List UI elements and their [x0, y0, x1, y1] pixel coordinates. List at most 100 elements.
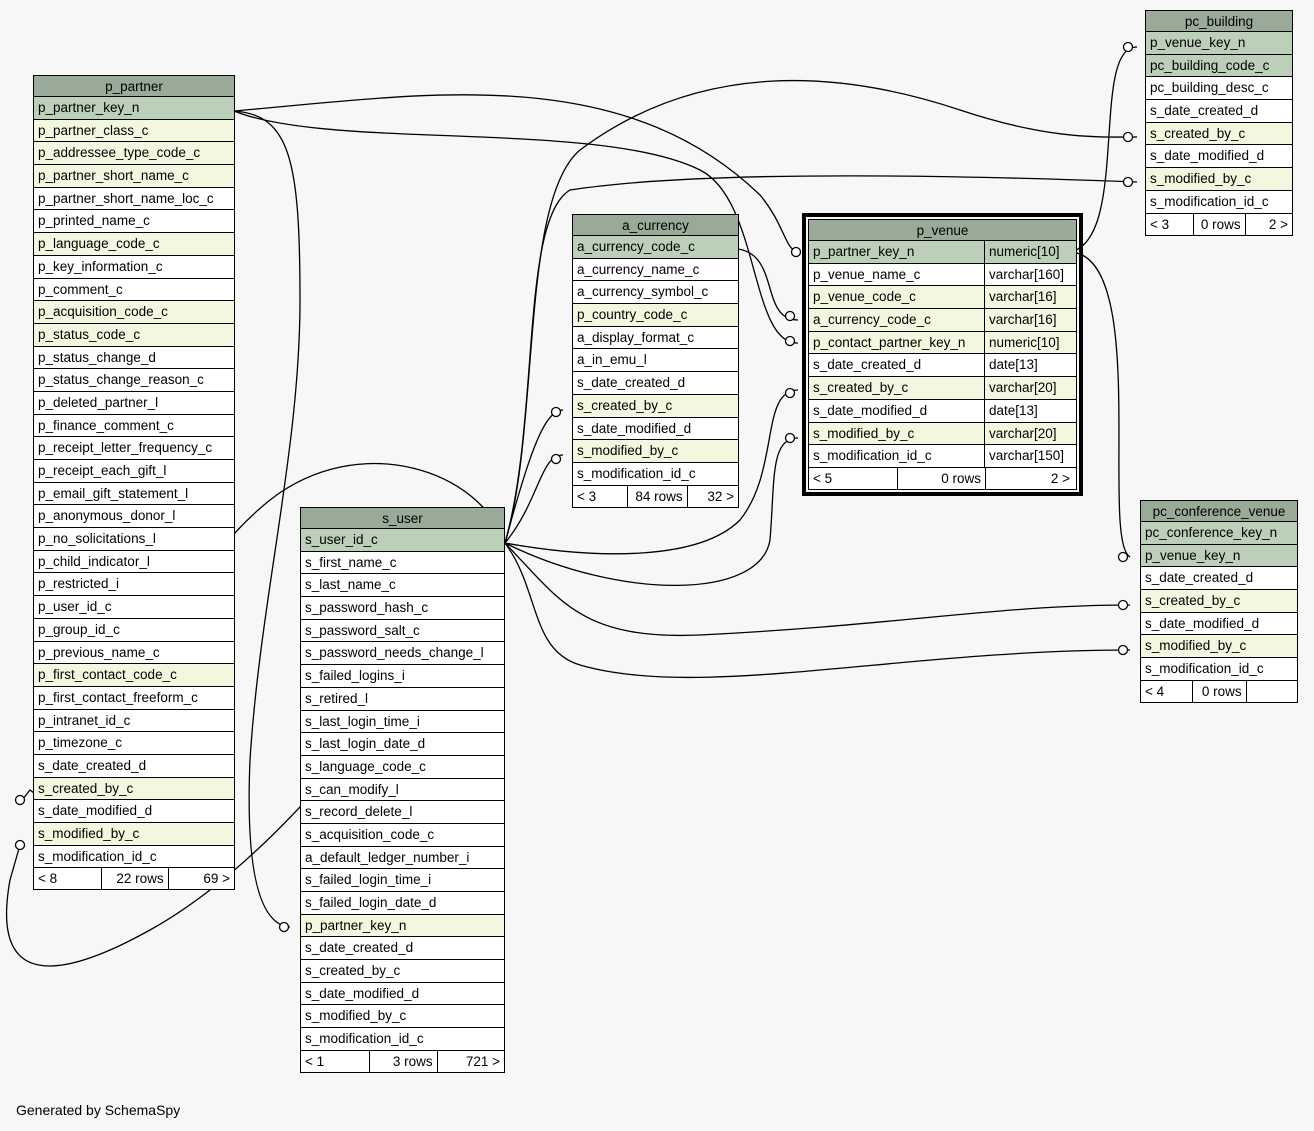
column-row[interactable]: s_modified_by_c	[300, 1005, 505, 1029]
parent-count[interactable]: < 3	[577, 488, 597, 504]
column-row[interactable]: s_date_modified_d	[300, 982, 505, 1006]
table-title[interactable]: s_user	[300, 507, 505, 529]
column-row[interactable]: s_first_name_c	[300, 551, 505, 575]
child-count[interactable]	[1245, 680, 1297, 702]
column-row[interactable]: s_created_by_c	[1140, 590, 1298, 613]
column-row[interactable]: p_previous_name_c	[33, 641, 235, 665]
column-row[interactable]: s_modification_id_c	[572, 462, 739, 486]
column-row[interactable]: p_status_change_reason_c	[33, 369, 235, 392]
column-row[interactable]: a_default_ledger_number_i	[300, 846, 505, 870]
column-row[interactable]: p_no_solicitations_l	[33, 528, 235, 551]
column-row[interactable]: p_receipt_letter_frequency_c	[33, 437, 235, 460]
column-row[interactable]: s_date_created_d	[572, 372, 739, 395]
column-row[interactable]: p_intranet_id_c	[33, 709, 235, 733]
column-row[interactable]: p_email_gift_statement_l	[33, 482, 235, 506]
column-row[interactable]: s_modification_id_c	[300, 1028, 505, 1051]
column-row[interactable]: p_venue_key_n	[1145, 32, 1293, 55]
column-row[interactable]: p_addressee_type_code_c	[33, 142, 235, 166]
column-row[interactable]: s_last_login_date_d	[300, 733, 505, 756]
column-row[interactable]: p_restricted_i	[33, 573, 235, 597]
column-row[interactable]: pc_building_desc_c	[1145, 77, 1293, 101]
column-row[interactable]: s_date_created_d	[33, 754, 235, 778]
column-row[interactable]: a_currency_code_c	[572, 236, 739, 259]
column-row[interactable]: p_language_code_c	[33, 233, 235, 256]
column-row[interactable]: s_failed_logins_i	[300, 665, 505, 688]
column-row[interactable]: s_created_by_c	[572, 394, 739, 418]
column-row[interactable]: s_created_by_c	[300, 960, 505, 983]
column-row[interactable]: p_child_indicator_l	[33, 550, 235, 574]
column-row[interactable]: p_receipt_each_gift_l	[33, 460, 235, 483]
column-row[interactable]: s_modified_by_c	[1145, 168, 1293, 191]
column-row[interactable]: s_failed_login_date_d	[300, 892, 505, 915]
column-row[interactable]: p_deleted_partner_l	[33, 391, 235, 415]
column-row[interactable]: p_printed_name_c	[33, 210, 235, 234]
table-title[interactable]: pc_conference_venue	[1140, 500, 1298, 522]
column-row[interactable]: s_date_created_d	[300, 937, 505, 961]
column-row[interactable]: p_status_change_d	[33, 346, 235, 370]
column-row[interactable]: p_first_contact_freeform_c	[33, 686, 235, 710]
child-count[interactable]: 32 >	[686, 485, 738, 507]
column-row[interactable]: pc_building_code_c	[1145, 54, 1293, 78]
child-count[interactable]: 2 >	[985, 467, 1074, 489]
parent-count[interactable]: < 4	[1145, 683, 1165, 699]
column-row[interactable]: s_failed_login_time_i	[300, 869, 505, 892]
parent-count[interactable]: < 8	[38, 871, 58, 887]
table-title[interactable]: p_venue	[808, 219, 1077, 241]
parent-count[interactable]: < 5	[813, 470, 833, 486]
column-row[interactable]: s_password_hash_c	[300, 597, 505, 620]
column-row[interactable]: s_modified_by_c	[572, 440, 739, 463]
table-title[interactable]: pc_building	[1145, 10, 1293, 32]
column-row[interactable]: s_password_salt_c	[300, 619, 505, 643]
column-row[interactable]: p_partner_short_name_loc_c	[33, 187, 235, 211]
column-row[interactable]: s_modified_by_c	[33, 823, 235, 846]
column-row[interactable]: a_in_emu_l	[572, 349, 739, 373]
column-row[interactable]: pc_conference_key_n	[1140, 522, 1298, 545]
column-row[interactable]: s_password_needs_change_l	[300, 642, 505, 666]
child-count[interactable]: 2 >	[1244, 213, 1292, 235]
column-row[interactable]: p_key_information_c	[33, 255, 235, 279]
column-row[interactable]: s_date_modified_d	[1145, 145, 1293, 169]
column-row[interactable]: p_user_id_c	[33, 596, 235, 619]
column-row[interactable]: s_date_created_d	[1145, 100, 1293, 123]
column-row[interactable]: s_acquisition_code_c	[300, 823, 505, 847]
column-row[interactable]: s_modification_id_c	[1145, 190, 1293, 214]
column-row[interactable]: s_can_modify_l	[300, 778, 505, 802]
column-row[interactable]: s_date_modified_d	[572, 417, 739, 441]
child-count[interactable]: 721 >	[436, 1050, 504, 1072]
column-row[interactable]: s_retired_l	[300, 687, 505, 711]
column-row[interactable]: s_record_delete_l	[300, 801, 505, 824]
column-row[interactable]: a_currency_name_c	[572, 258, 739, 282]
column-row[interactable]: s_user_id_c	[300, 529, 505, 552]
column-row[interactable]: p_partner_short_name_c	[33, 165, 235, 188]
table-title[interactable]: a_currency	[572, 214, 739, 236]
column-row[interactable]: p_partner_key_n	[33, 97, 235, 120]
column-row[interactable]: s_modification_id_c	[33, 845, 235, 869]
column-row[interactable]: p_partner_class_c	[33, 119, 235, 143]
column-row[interactable]: p_comment_c	[33, 278, 235, 302]
column-row[interactable]: s_created_by_c	[33, 777, 235, 801]
column-row[interactable]: s_last_login_time_i	[300, 710, 505, 734]
column-row[interactable]: s_language_code_c	[300, 755, 505, 779]
column-row[interactable]: p_first_contact_code_c	[33, 664, 235, 687]
column-row[interactable]: s_created_by_c	[1145, 122, 1293, 146]
column-row[interactable]: p_group_id_c	[33, 618, 235, 642]
column-row[interactable]: p_finance_comment_c	[33, 414, 235, 438]
column-row[interactable]: p_anonymous_donor_l	[33, 505, 235, 529]
parent-count[interactable]: < 1	[305, 1053, 325, 1069]
column-row[interactable]: p_partner_key_n	[300, 914, 505, 938]
table-title[interactable]: p_partner	[33, 75, 235, 97]
